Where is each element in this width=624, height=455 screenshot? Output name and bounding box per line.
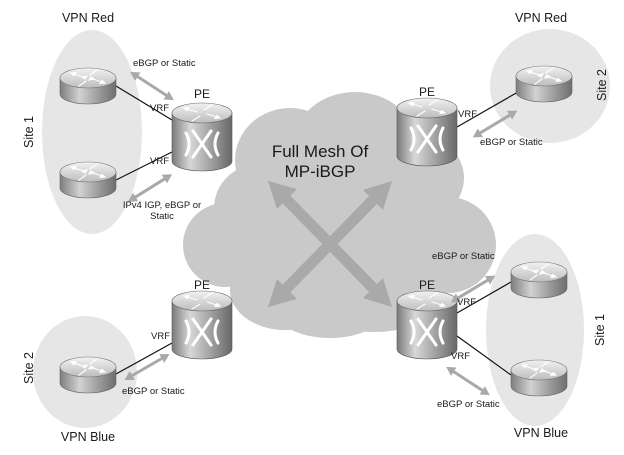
vrf-label: VRF xyxy=(150,156,169,167)
pe-bottom-left-label: PE xyxy=(194,278,210,292)
site1-left-label: Site 1 xyxy=(22,116,36,148)
peering-arrow-icon xyxy=(441,361,495,401)
pe-bottom-right-label: PE xyxy=(419,278,435,292)
cloud-title-line2: MP-iBGP xyxy=(285,162,356,181)
site2-right-label: Site 2 xyxy=(595,69,609,101)
router-icon xyxy=(510,261,568,299)
router-icon xyxy=(510,359,568,397)
cloud-title-line1: Full Mesh Of xyxy=(272,142,369,161)
router-icon xyxy=(59,67,117,105)
mesh-arrows xyxy=(268,181,392,307)
vrf-label: VRF xyxy=(151,331,170,342)
site1-right-label: Site 1 xyxy=(593,314,607,346)
ebgp-static-label: eBGP or Static xyxy=(133,58,196,69)
vrf-label: VRF xyxy=(457,297,476,308)
vrf-label: VRF xyxy=(458,109,477,120)
pe-router-icon xyxy=(395,289,459,361)
vpn-blue-right-label: VPN Blue xyxy=(514,426,568,440)
router-icon xyxy=(59,161,117,199)
ebgp-static-label: eBGP or Static xyxy=(122,386,185,397)
vrf-label: VRF xyxy=(451,351,470,362)
ebgp-static-label: eBGP or Static xyxy=(480,137,543,148)
links xyxy=(115,85,519,376)
vpn-red-right-label: VPN Red xyxy=(515,11,567,25)
pe-router-icon xyxy=(170,289,234,361)
pe-top-right-label: PE xyxy=(419,85,435,99)
vpn-blue-left-label: VPN Blue xyxy=(61,430,115,444)
router-icon xyxy=(59,356,117,394)
ebgp-static-label: eBGP or Static xyxy=(437,399,500,410)
ebgp-static-label: eBGP or Static xyxy=(432,251,495,262)
vpn-red-left-label: VPN Red xyxy=(62,11,114,25)
vrf-label: VRF xyxy=(150,103,169,114)
ipv4-igp-label: Static xyxy=(150,211,174,222)
ipv4-igp-label: IPv4 IGP, eBGP or xyxy=(123,200,201,211)
router-icon xyxy=(515,65,573,103)
site2-left-label: Site 2 xyxy=(22,352,36,384)
pe-top-left-label: PE xyxy=(194,87,210,101)
pe-router-icon xyxy=(170,101,234,173)
pe-router-icon xyxy=(395,96,459,168)
